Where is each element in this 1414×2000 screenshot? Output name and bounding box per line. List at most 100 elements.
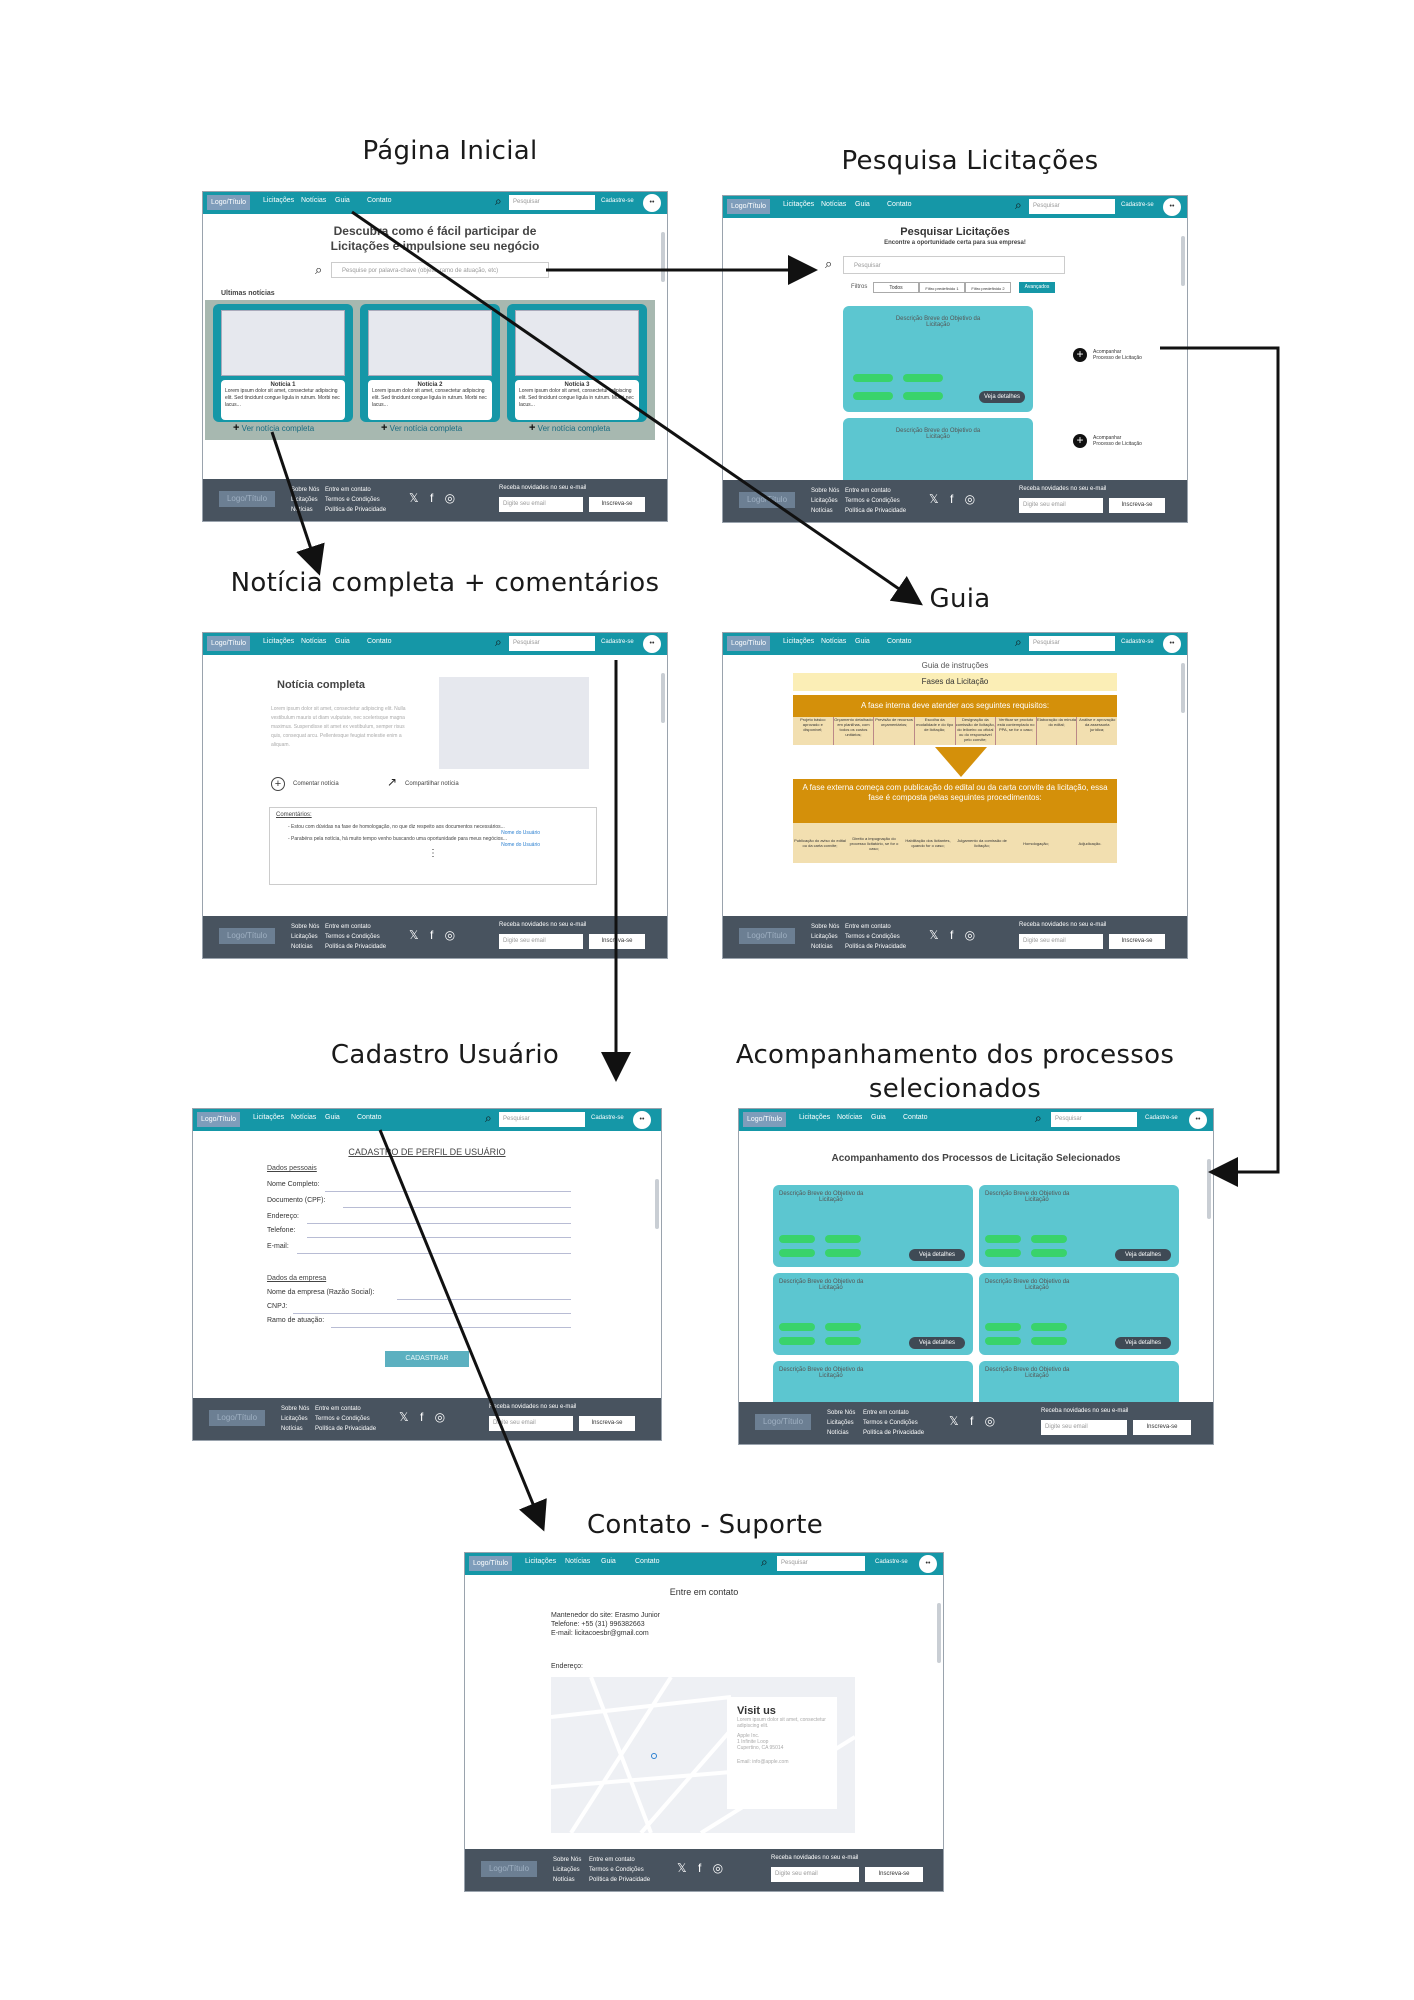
share-icon[interactable]: ↗: [387, 775, 398, 789]
input-line[interactable]: [397, 1299, 571, 1300]
add-comment-icon[interactable]: +: [271, 777, 285, 791]
footer-logo[interactable]: Logo/Título: [755, 1414, 811, 1430]
nav-contato[interactable]: Contato: [903, 1114, 928, 1121]
news-card-link[interactable]: + Ver notícia completa: [381, 422, 463, 434]
avatar-icon[interactable]: ••: [643, 194, 661, 212]
subscribe-button[interactable]: Inscreva-se: [865, 1867, 923, 1882]
share-link[interactable]: Compartilhar notícia: [405, 781, 459, 787]
details-button[interactable]: Veja detalhes: [909, 1249, 965, 1261]
scrollbar[interactable]: [1181, 236, 1185, 286]
nav-logo[interactable]: Logo/Título: [207, 636, 251, 651]
social-icons[interactable]: 𝕏 f ◎: [399, 1410, 450, 1424]
avatar-icon[interactable]: ••: [633, 1111, 651, 1129]
more-comments-icon[interactable]: ⋮: [428, 848, 438, 859]
filter-todos[interactable]: Todos: [873, 282, 919, 293]
map[interactable]: Visit us Lorem ipsum dolor sit amet, con…: [551, 1677, 855, 1833]
nav-guia[interactable]: Guia: [855, 638, 870, 645]
scrollbar[interactable]: [661, 673, 665, 723]
nav-licitacoes[interactable]: Licitações: [263, 197, 295, 204]
search-icon[interactable]: ⌕: [495, 635, 502, 649]
tag[interactable]: [985, 1337, 1021, 1345]
scrollbar[interactable]: [937, 1603, 941, 1663]
social-icons[interactable]: 𝕏 f ◎: [409, 928, 460, 942]
nav-signup[interactable]: Cadastre-se: [1145, 1115, 1178, 1121]
nav-search-input[interactable]: Pesquisar: [777, 1556, 865, 1571]
nav-search-input[interactable]: Pesquisar: [509, 195, 595, 210]
social-icons[interactable]: 𝕏 f ◎: [409, 491, 460, 505]
advanced-filters-button[interactable]: Avançados: [1019, 282, 1055, 293]
news-card-link-text[interactable]: Ver notícia completa: [241, 424, 315, 433]
tag[interactable]: [825, 1235, 861, 1243]
nav-search-input[interactable]: Pesquisar: [499, 1112, 585, 1127]
nav-contato[interactable]: Contato: [357, 1114, 382, 1121]
nav-contato[interactable]: Contato: [887, 201, 912, 208]
nav-noticias[interactable]: Notícias: [821, 201, 847, 208]
input-line[interactable]: [343, 1207, 571, 1208]
input-line[interactable]: [325, 1191, 571, 1192]
tag[interactable]: [903, 374, 943, 382]
newsletter-email-input[interactable]: Digite seu email: [771, 1867, 859, 1882]
nav-guia[interactable]: Guia: [325, 1114, 340, 1121]
tag[interactable]: [853, 374, 893, 382]
input-line[interactable]: [293, 1313, 571, 1314]
nav-logo[interactable]: Logo/Título: [743, 1112, 787, 1127]
search-icon[interactable]: ⌕: [825, 256, 833, 271]
news-card-link-text[interactable]: Ver notícia completa: [389, 424, 463, 433]
email[interactable]: E-mail: licitacoesbr@gmail.com: [551, 1630, 649, 1637]
subscribe-button[interactable]: Inscreva-se: [1109, 498, 1165, 513]
news-card-link[interactable]: + Ver notícia completa: [233, 422, 315, 434]
comment-user[interactable]: Nome do Usuário: [501, 830, 540, 836]
comment-user[interactable]: Nome do Usuário: [501, 842, 540, 848]
nav-signup[interactable]: Cadastre-se: [591, 1115, 624, 1121]
scrollbar[interactable]: [1181, 663, 1185, 713]
news-card-link[interactable]: + Ver notícia completa: [529, 422, 611, 434]
input-line[interactable]: [331, 1327, 571, 1328]
nav-licitacoes[interactable]: Licitações: [525, 1558, 557, 1565]
newsletter-email-input[interactable]: Digite seu email: [1019, 934, 1103, 949]
tag[interactable]: [985, 1235, 1021, 1243]
newsletter-email-input[interactable]: Digite seu email: [1019, 498, 1103, 513]
newsletter-email-input[interactable]: Digite seu email: [1041, 1420, 1127, 1435]
nav-contato[interactable]: Contato: [367, 197, 392, 204]
newsletter-email-input[interactable]: Digite seu email: [499, 934, 583, 949]
nav-noticias[interactable]: Notícias: [821, 638, 847, 645]
nav-logo[interactable]: Logo/Título: [727, 199, 771, 214]
search-icon[interactable]: ⌕: [315, 262, 323, 277]
input-line[interactable]: [297, 1253, 571, 1254]
footer-logo[interactable]: Logo/Título: [209, 1410, 265, 1426]
details-button[interactable]: Veja detalhes: [979, 391, 1025, 403]
tag[interactable]: [1031, 1323, 1067, 1331]
register-button[interactable]: CADASTRAR: [385, 1351, 469, 1367]
nav-search-input[interactable]: Pesquisar: [1029, 636, 1115, 651]
nav-contato[interactable]: Contato: [887, 638, 912, 645]
add-follow-icon[interactable]: +: [1073, 434, 1087, 448]
nav-licitacoes[interactable]: Licitações: [253, 1114, 285, 1121]
nav-logo[interactable]: Logo/Título: [727, 636, 771, 651]
nav-guia[interactable]: Guia: [601, 1558, 616, 1565]
subscribe-button[interactable]: Inscreva-se: [589, 497, 645, 512]
comment-link[interactable]: Comentar notícia: [293, 781, 339, 787]
nav-contato[interactable]: Contato: [367, 638, 392, 645]
tag[interactable]: [825, 1323, 861, 1331]
search-icon[interactable]: ⌕: [485, 1111, 492, 1125]
tag[interactable]: [779, 1235, 815, 1243]
nav-noticias[interactable]: Notícias: [837, 1114, 863, 1121]
news-card-link-text[interactable]: Ver notícia completa: [537, 424, 611, 433]
search-input[interactable]: Pesquisar: [843, 256, 1065, 274]
nav-search-input[interactable]: Pesquisar: [1051, 1112, 1137, 1127]
nav-logo[interactable]: Logo/Título: [207, 195, 251, 210]
search-icon[interactable]: ⌕: [495, 194, 502, 208]
nav-noticias[interactable]: Notícias: [301, 197, 327, 204]
nav-licitacoes[interactable]: Licitações: [263, 638, 295, 645]
subscribe-button[interactable]: Inscreva-se: [579, 1416, 635, 1431]
nav-logo[interactable]: Logo/Título: [197, 1112, 241, 1127]
